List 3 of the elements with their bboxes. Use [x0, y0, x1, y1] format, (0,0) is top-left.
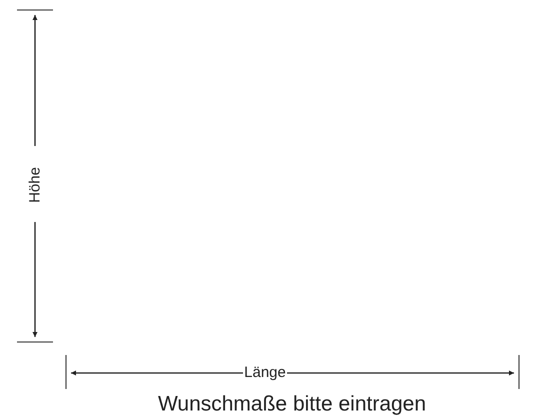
caption: Wunschmaße bitte eintragen: [158, 394, 426, 414]
dimension-label: Höhe: [28, 167, 42, 203]
dimension-label: Länge: [244, 364, 286, 380]
